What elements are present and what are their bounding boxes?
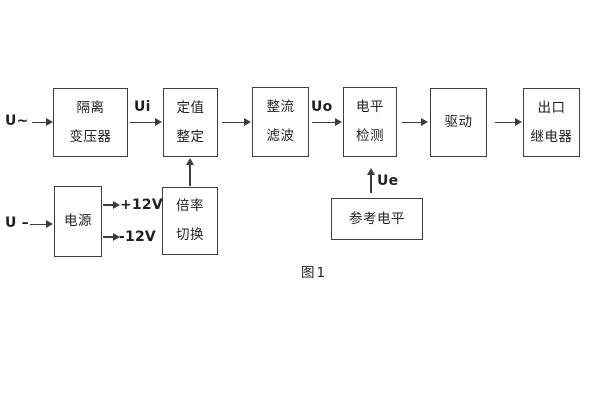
block-label: 变压器 xyxy=(69,128,112,145)
block-label: 检测 xyxy=(356,128,384,144)
arrow-ac-input-icon xyxy=(32,119,53,126)
block-rectify-filter: 整流 滤波 xyxy=(252,87,309,157)
block-level-detect: 电平 检测 xyxy=(343,87,397,157)
block-label: 定值 xyxy=(176,99,205,116)
arrow-ue-icon xyxy=(367,167,374,193)
block-isolation-transformer: 隔离 变压器 xyxy=(53,88,128,157)
block-label: 驱动 xyxy=(444,114,473,130)
arrow-dc-input-icon xyxy=(30,221,53,228)
signal-ui-label: Ui xyxy=(134,99,151,115)
block-label: 电平 xyxy=(356,99,384,115)
arrow-uo-icon xyxy=(312,119,342,126)
block-label: 电源 xyxy=(64,213,92,229)
plus-12v-label: +12V xyxy=(120,197,163,213)
minus-12v-label: -12V xyxy=(119,229,156,245)
block-label: 隔离 xyxy=(76,99,105,116)
block-drive: 驱动 xyxy=(430,88,487,157)
block-label: 继电器 xyxy=(530,128,573,145)
arrow-minus-12v-icon xyxy=(103,233,120,240)
arrow-setpoint-to-rectify-icon xyxy=(222,119,251,126)
ac-input-label: U~ xyxy=(5,113,29,129)
block-power-supply: 电源 xyxy=(54,186,102,257)
arrow-ui-icon xyxy=(130,119,162,126)
block-output-relay: 出口 继电器 xyxy=(523,88,580,157)
block-label: 倍率 xyxy=(176,198,204,214)
block-setpoint-adjust: 定值 整定 xyxy=(163,88,218,157)
block-ratio-switch: 倍率 切换 xyxy=(162,187,218,255)
block-label: 出口 xyxy=(537,99,566,116)
dc-input-label: U – xyxy=(5,215,29,231)
arrow-ratio-to-setpoint-icon xyxy=(186,157,193,186)
arrow-plus-12v-icon xyxy=(103,201,120,208)
arrow-level-to-drive-icon xyxy=(402,119,428,126)
block-label: 整定 xyxy=(176,128,205,145)
figure-caption: 图1 xyxy=(301,265,328,281)
signal-ue-label: Ue xyxy=(377,173,399,189)
block-label: 滤波 xyxy=(266,128,295,144)
arrow-drive-to-relay-icon xyxy=(495,119,522,126)
signal-uo-label: Uo xyxy=(311,99,333,115)
block-label: 切换 xyxy=(176,227,204,243)
block-reference-level: 参考电平 xyxy=(331,198,423,240)
block-label: 参考电平 xyxy=(349,210,405,227)
block-label: 整流 xyxy=(266,99,295,115)
